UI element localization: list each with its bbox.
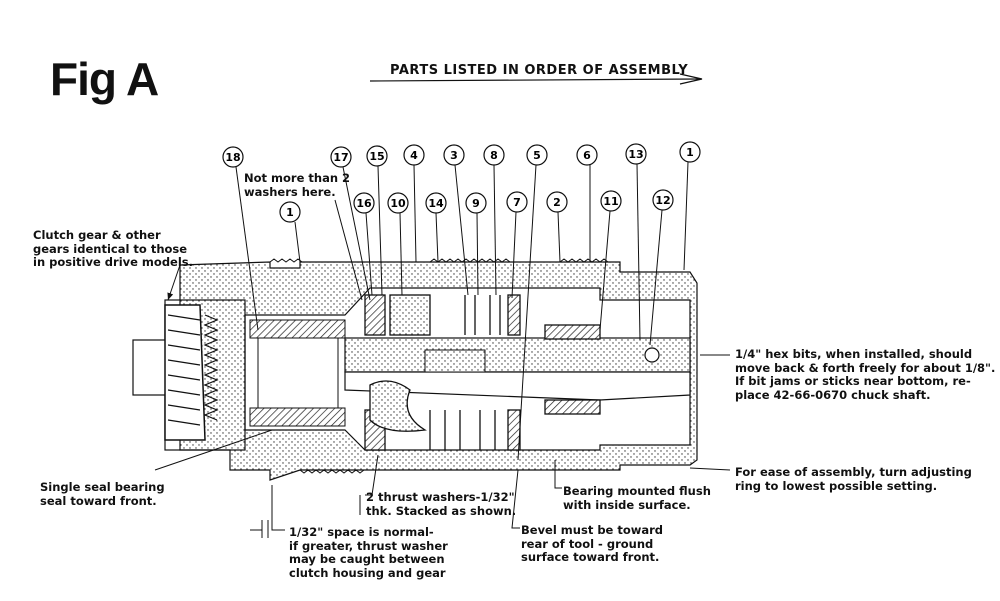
svg-text:4: 4 <box>410 149 418 162</box>
callout-1-top: 1 <box>679 141 701 163</box>
note-adjusting-ring: For ease of assembly, turn adjusting rin… <box>735 465 972 493</box>
leader-lines <box>154 161 731 531</box>
note-washers-top: Not more than 2 washers here. <box>244 171 351 199</box>
svg-text:10: 10 <box>390 197 406 210</box>
svg-text:7: 7 <box>513 196 521 209</box>
svg-text:5: 5 <box>533 149 541 162</box>
callout-4: 4 <box>403 144 425 166</box>
svg-text:1: 1 <box>286 206 294 219</box>
callout-17: 17 <box>330 146 352 168</box>
callout-11: 11 <box>600 190 622 212</box>
callout-5: 5 <box>526 144 548 166</box>
callout-18: 18 <box>222 146 244 168</box>
svg-text:6: 6 <box>583 149 591 162</box>
svg-text:8: 8 <box>490 149 498 162</box>
callout-13: 13 <box>625 143 647 165</box>
dimension-mark <box>250 520 269 538</box>
callout-6: 6 <box>576 144 598 166</box>
svg-text:3: 3 <box>450 149 458 162</box>
callout-10: 10 <box>387 192 409 214</box>
svg-text:14: 14 <box>428 197 444 210</box>
chuck-shaft <box>344 337 691 401</box>
callout-8: 8 <box>483 144 505 166</box>
note-thrust-washers: 2 thrust washers-1/32" thk. Stacked as s… <box>366 490 517 518</box>
springs <box>364 294 601 451</box>
callout-15: 15 <box>366 145 388 167</box>
callout-3: 3 <box>443 144 465 166</box>
svg-text:12: 12 <box>655 194 670 207</box>
svg-text:1: 1 <box>686 146 694 159</box>
callout-2: 2 <box>546 191 568 213</box>
note-space-normal: 1/32" space is normal- if greater, thrus… <box>289 525 448 580</box>
note-hex-bits: 1/4" hex bits, when installed, should mo… <box>735 347 996 402</box>
header-underline <box>369 73 703 85</box>
note-bearing-flush: Bearing mounted flush with inside surfac… <box>563 484 711 512</box>
callout-9: 9 <box>465 192 487 214</box>
svg-text:2: 2 <box>553 196 561 209</box>
callout-14: 14 <box>425 192 447 214</box>
rear-bearing <box>249 319 346 427</box>
svg-text:15: 15 <box>369 150 384 163</box>
figure-label: Fig A <box>50 53 159 105</box>
callout-7: 7 <box>506 191 528 213</box>
callout-12: 12 <box>652 189 674 211</box>
note-seal-bearing: Single seal bearing seal toward front. <box>40 480 165 508</box>
svg-text:17: 17 <box>333 151 348 164</box>
svg-text:18: 18 <box>225 151 240 164</box>
figure-header: PARTS LISTED IN ORDER OF ASSEMBLY <box>390 63 689 78</box>
note-bevel: Bevel must be toward rear of tool - grou… <box>521 523 664 564</box>
svg-text:13: 13 <box>628 148 643 161</box>
note-clutch-gear: Clutch gear & other gears identical to t… <box>33 228 194 269</box>
callout-1-left: 1 <box>279 201 301 223</box>
svg-text:9: 9 <box>472 197 480 210</box>
svg-text:11: 11 <box>603 195 618 208</box>
svg-text:16: 16 <box>356 197 372 210</box>
callouts: 18 17 15 4 3 8 5 6 13 1 1 16 10 14 9 7 2… <box>222 141 701 223</box>
callout-16: 16 <box>353 192 375 214</box>
clutch-gear <box>132 304 219 441</box>
